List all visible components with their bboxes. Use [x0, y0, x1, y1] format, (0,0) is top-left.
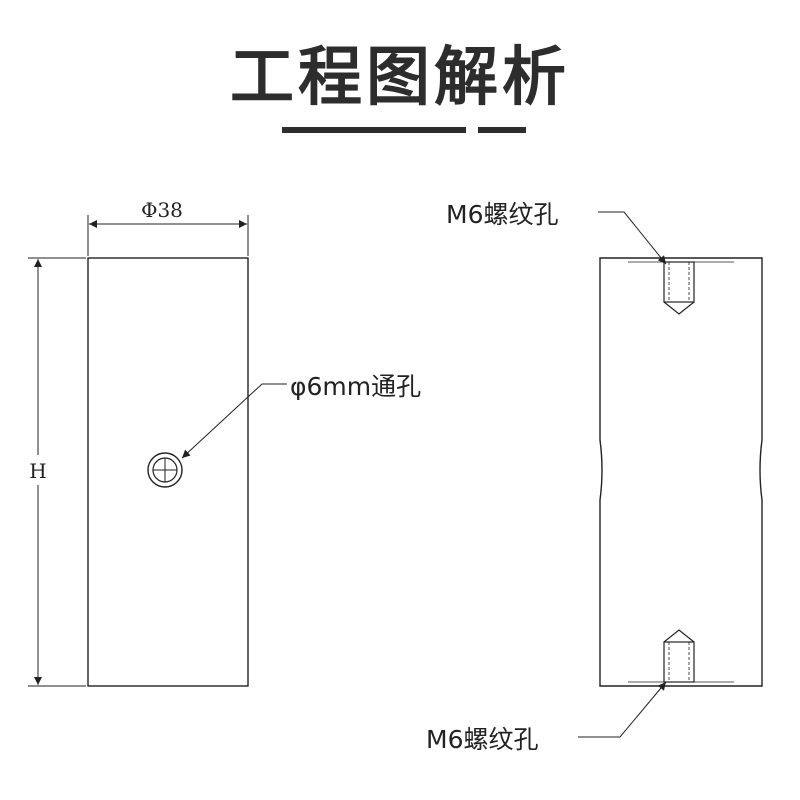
bottom-thread-leader-line: [578, 681, 667, 738]
page-title: 工程图解析: [230, 41, 570, 115]
side-view: M6螺纹孔 M6螺纹孔: [426, 200, 763, 754]
front-body-outline: [87, 257, 249, 687]
top-thread-label: M6螺纹孔: [446, 200, 558, 229]
top-threaded-hole: [663, 261, 695, 315]
diameter-label: Φ38: [141, 198, 183, 222]
title-underline-right: [478, 127, 526, 133]
side-body-outline: [599, 257, 763, 687]
through-hole-symbol: [147, 452, 183, 488]
title-underline-left: [282, 127, 466, 133]
hole-leader-line: [181, 383, 287, 459]
hole-label: φ6mm通孔: [290, 372, 421, 401]
front-view: Φ38 H φ6mm通孔: [28, 198, 421, 687]
bottom-thread-label: M6螺纹孔: [426, 725, 538, 754]
bottom-threaded-hole: [663, 629, 695, 683]
height-label: H: [29, 459, 46, 483]
top-thread-leader-line: [598, 211, 667, 265]
